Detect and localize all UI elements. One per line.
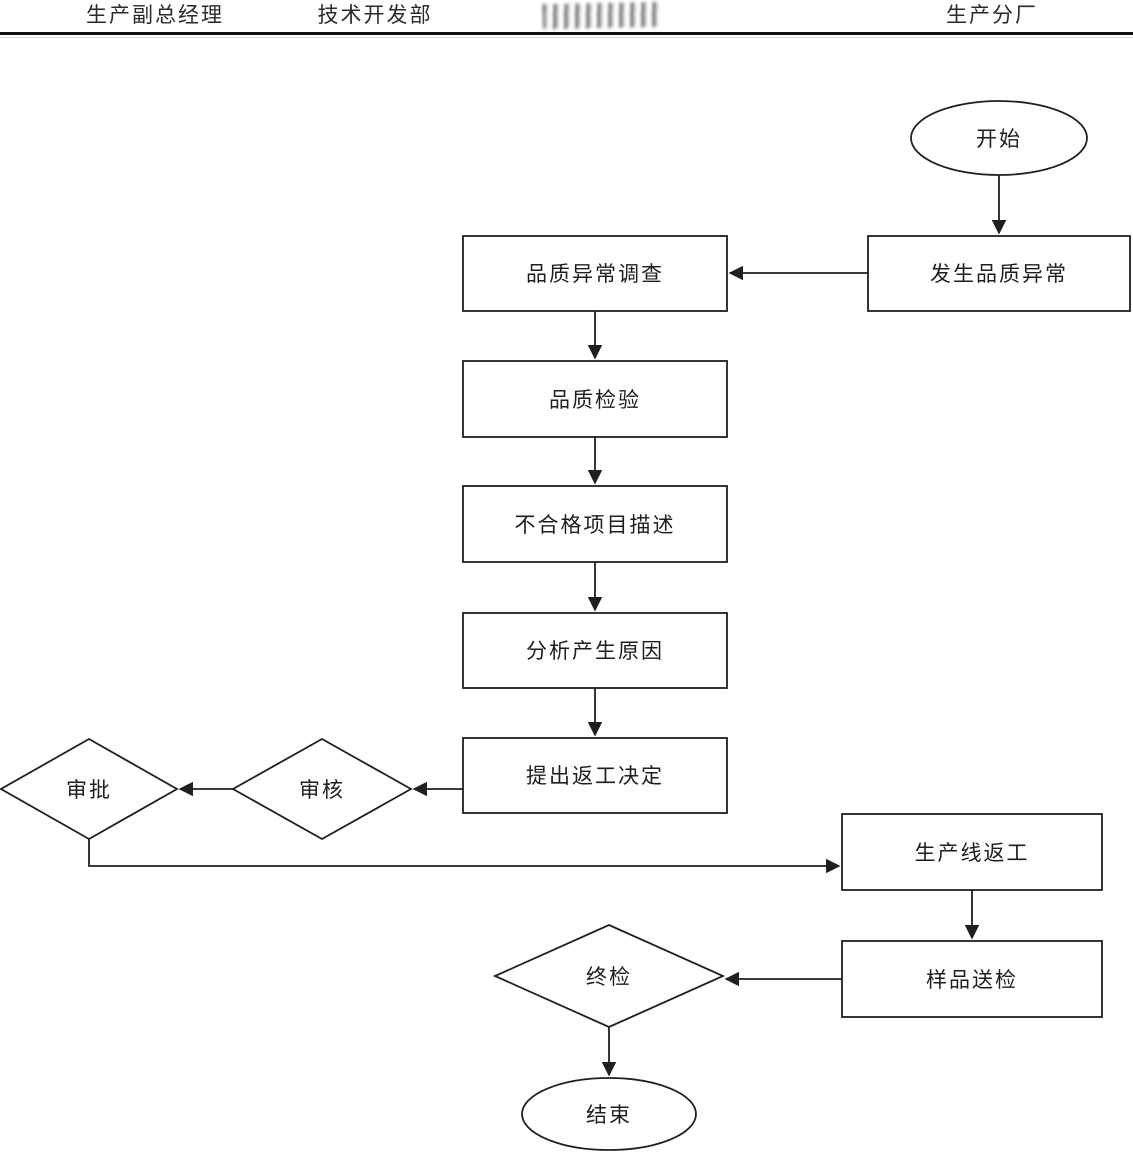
start-ellipse — [910, 100, 1088, 176]
node-sample-label: 样品送检 — [926, 968, 1018, 992]
node-final-inspection-label: 终检 — [586, 965, 632, 989]
node-end: 结束 — [521, 1077, 697, 1151]
node-analyze-cause: 分析产生原因 — [462, 612, 728, 689]
node-inspection-label: 品质检验 — [549, 388, 641, 412]
final-inspection-diamond — [492, 924, 726, 1028]
node-nonconforming-item-description: 不合格项目描述 — [462, 485, 728, 563]
node-investigation-label: 品质异常调查 — [526, 262, 664, 286]
review-diamond — [231, 737, 413, 841]
lane-header-tech-development: 技术开发部 — [317, 3, 433, 27]
lane-header-production-vp: 生产副总经理 — [86, 3, 224, 27]
node-description-label: 不合格项目描述 — [515, 513, 676, 537]
node-propose-rework-decision: 提出返工决定 — [462, 737, 728, 814]
header-divider-line — [0, 32, 1133, 35]
end-ellipse — [521, 1077, 697, 1151]
node-propose-label: 提出返工决定 — [526, 764, 664, 788]
rework-rect — [841, 813, 1103, 891]
header-divider-shadow — [0, 37, 1133, 38]
node-review-label: 审核 — [299, 778, 345, 802]
node-start: 开始 — [910, 100, 1088, 176]
inspection-rect — [462, 360, 728, 438]
occurs-rect — [867, 235, 1131, 312]
node-rework-label: 生产线返工 — [915, 841, 1030, 865]
analyze-rect — [462, 612, 728, 689]
node-approval-label: 审批 — [66, 778, 112, 802]
node-end-label: 结束 — [586, 1103, 632, 1127]
lane-header-production-branch: 生产分厂 — [946, 3, 1038, 27]
sample-rect — [841, 940, 1103, 1018]
node-production-line-rework: 生产线返工 — [841, 813, 1103, 891]
node-final-inspection: 终检 — [492, 924, 726, 1028]
node-quality-inspection: 品质检验 — [462, 360, 728, 438]
node-approval: 审批 — [0, 737, 179, 841]
node-quality-abnormality-investigation: 品质异常调查 — [462, 235, 728, 312]
node-occurs-label: 发生品质异常 — [930, 262, 1068, 286]
description-rect — [462, 485, 728, 563]
investigation-rect — [462, 235, 728, 312]
node-sample-submission: 样品送检 — [841, 940, 1103, 1018]
node-quality-abnormality-occurs: 发生品质异常 — [867, 235, 1131, 312]
approval-diamond — [0, 737, 179, 841]
edge-approval-to-rework — [88, 839, 841, 874]
node-review: 审核 — [231, 737, 413, 841]
node-start-label: 开始 — [976, 127, 1022, 151]
propose-rect — [462, 737, 728, 814]
node-analyze-label: 分析产生原因 — [526, 639, 664, 663]
